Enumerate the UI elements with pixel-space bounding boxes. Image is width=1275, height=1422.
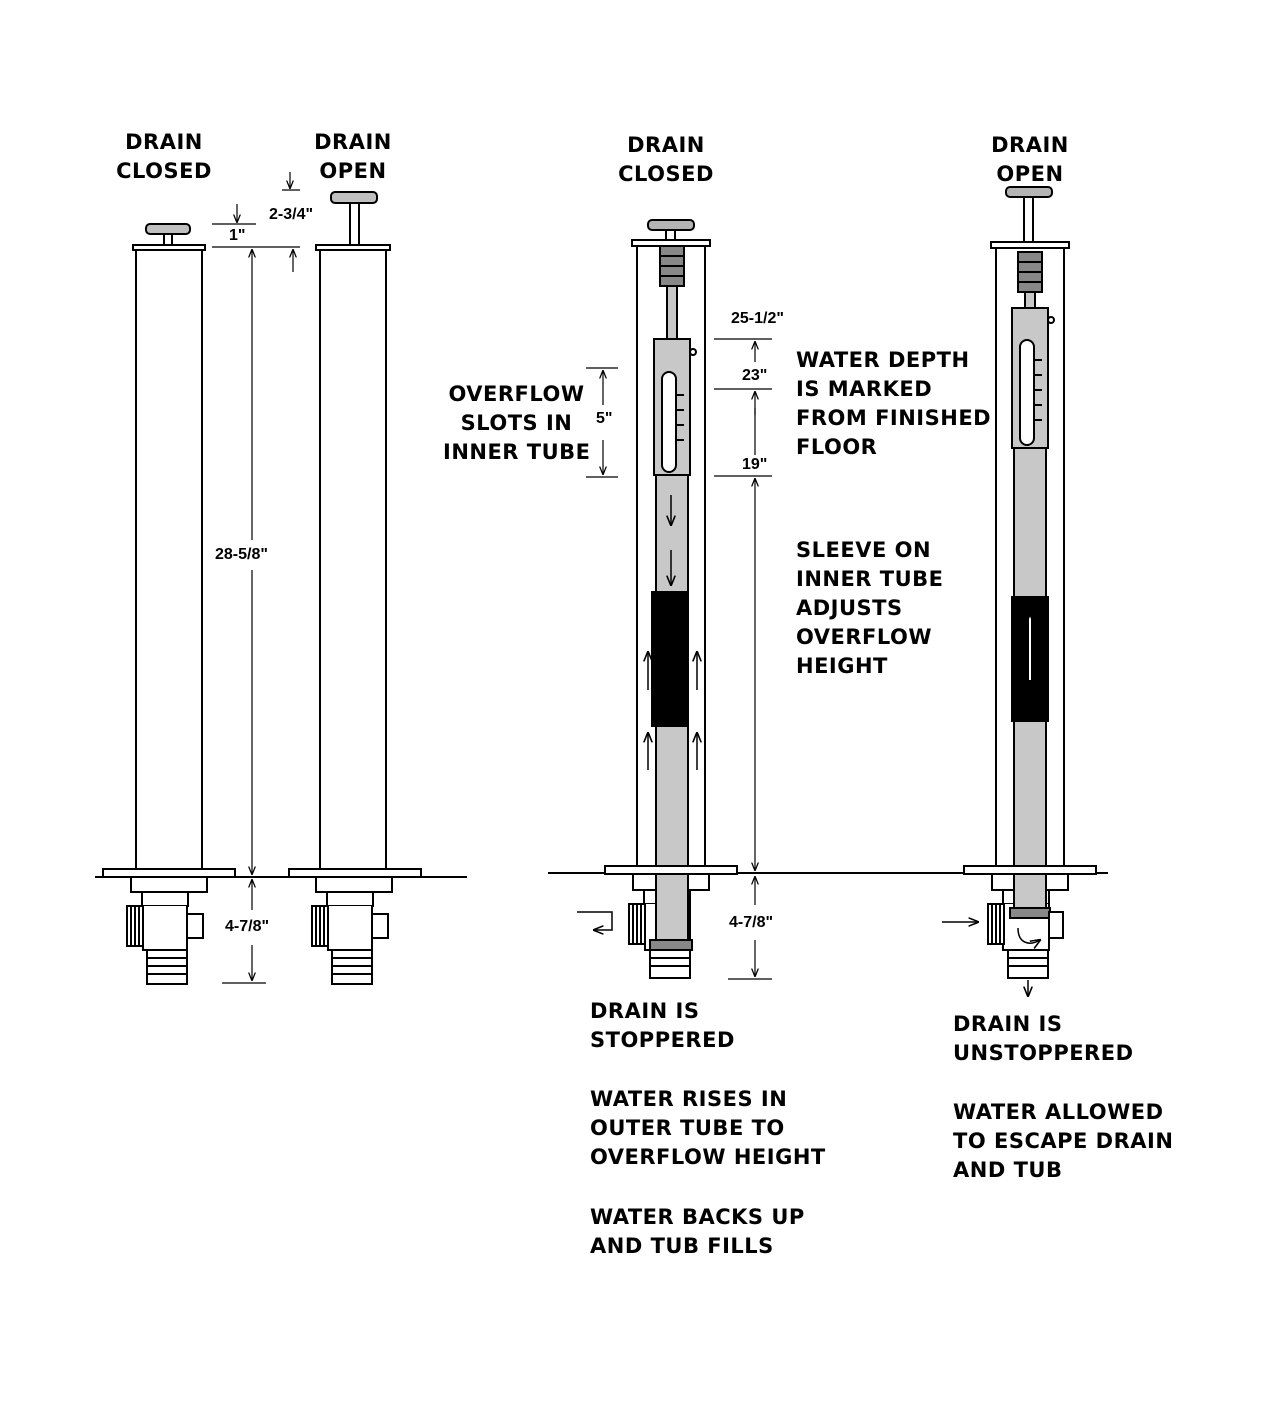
right-dimension-lines <box>586 338 772 980</box>
right-closed-drain <box>604 219 738 979</box>
dimension-max-depth: 25-1/2" <box>730 310 785 328</box>
dimension-slot-length: 5" <box>595 410 614 428</box>
caption-water-rises: WATER RISES IN OUTER TUBE TO OVERFLOW HE… <box>590 1087 826 1169</box>
dimension-min-depth: 19" <box>741 456 769 474</box>
caption-tub-fills: WATER BACKS UP AND TUB FILLS <box>590 1205 805 1258</box>
heading-left-open: DRAIN OPEN <box>314 130 392 183</box>
dimension-tube-length: 28-5/8" <box>214 546 269 564</box>
note-overflow-slots: OVERFLOW SLOTS IN INNER TUBE <box>443 382 591 464</box>
left-open-drain <box>288 191 422 985</box>
dimension-cap-rise: 1" <box>228 227 247 245</box>
note-sleeve: SLEEVE ON INNER TUBE ADJUSTS OVERFLOW HE… <box>796 538 944 678</box>
caption-drain-stoppered: DRAIN IS STOPPERED <box>590 999 735 1052</box>
dimension-mid-depth: 23" <box>741 367 769 385</box>
open-flow-arrows <box>942 615 1040 996</box>
left-dimension-lines <box>212 172 300 984</box>
heading-left-closed: DRAIN CLOSED <box>116 130 212 183</box>
dimension-below-floor-left: 4-7/8" <box>224 918 271 936</box>
caption-drain-unstoppered: DRAIN IS UNSTOPPERED <box>953 1012 1134 1065</box>
heading-right-open: DRAIN OPEN <box>991 133 1069 186</box>
left-closed-drain <box>102 223 236 985</box>
note-water-depth: WATER DEPTH IS MARKED FROM FINISHED FLOO… <box>796 348 992 459</box>
heading-right-closed: DRAIN CLOSED <box>618 133 714 186</box>
caption-water-escapes: WATER ALLOWED TO ESCAPE DRAIN AND TUB <box>953 1100 1174 1182</box>
dimension-stroke-travel: 2-3/4" <box>268 206 315 224</box>
dimension-below-floor-right: 4-7/8" <box>728 914 775 932</box>
closed-flow-arrows <box>577 495 697 930</box>
right-open-drain <box>963 186 1097 979</box>
